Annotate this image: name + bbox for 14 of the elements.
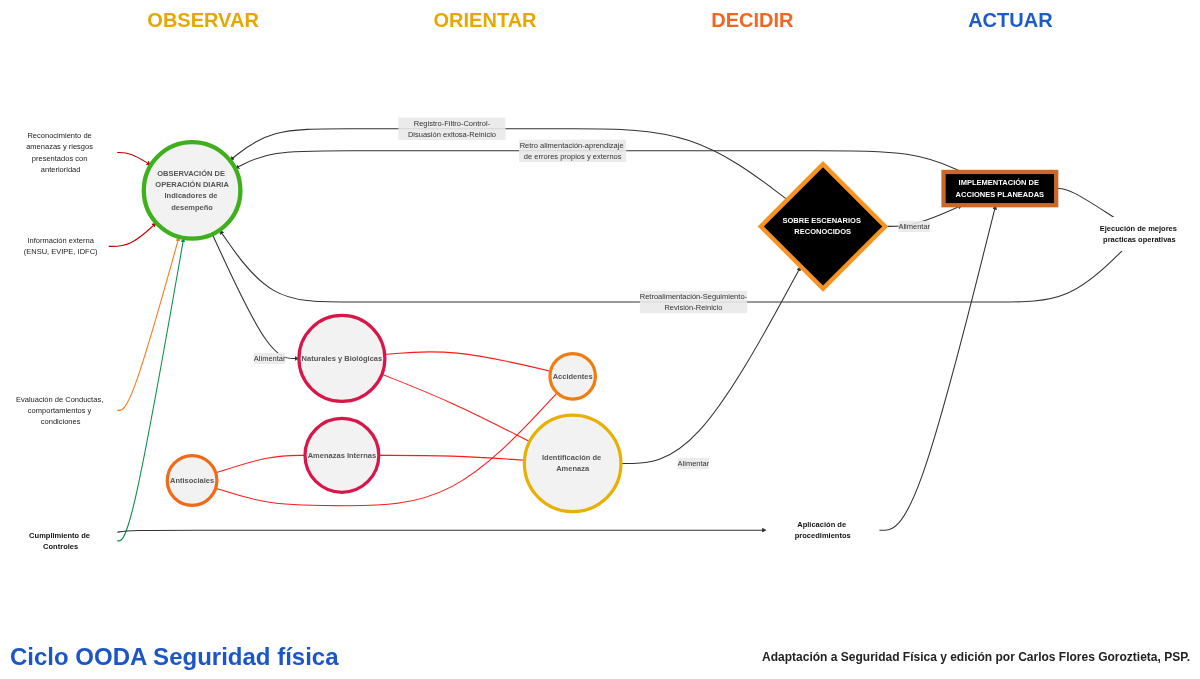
arrow [219, 229, 1123, 303]
arrow [116, 236, 181, 411]
phase-heading: OBSERVAR [147, 8, 259, 32]
arrow [229, 128, 788, 201]
arrow [211, 233, 300, 361]
arrow [107, 222, 157, 247]
phase-heading: ACTUAR [968, 8, 1053, 32]
arrow [116, 237, 186, 542]
arrow [116, 152, 152, 166]
phase-heading: DECIDIR [711, 8, 794, 32]
phase-heading: ORIENTAR [433, 8, 537, 32]
caption: Adaptación a Seguridad Física y edición por Carlos Flores Goroztieta, PSP. [762, 650, 1190, 664]
title: Ciclo OODA Seguridad física [10, 643, 339, 671]
arrow [116, 527, 767, 533]
